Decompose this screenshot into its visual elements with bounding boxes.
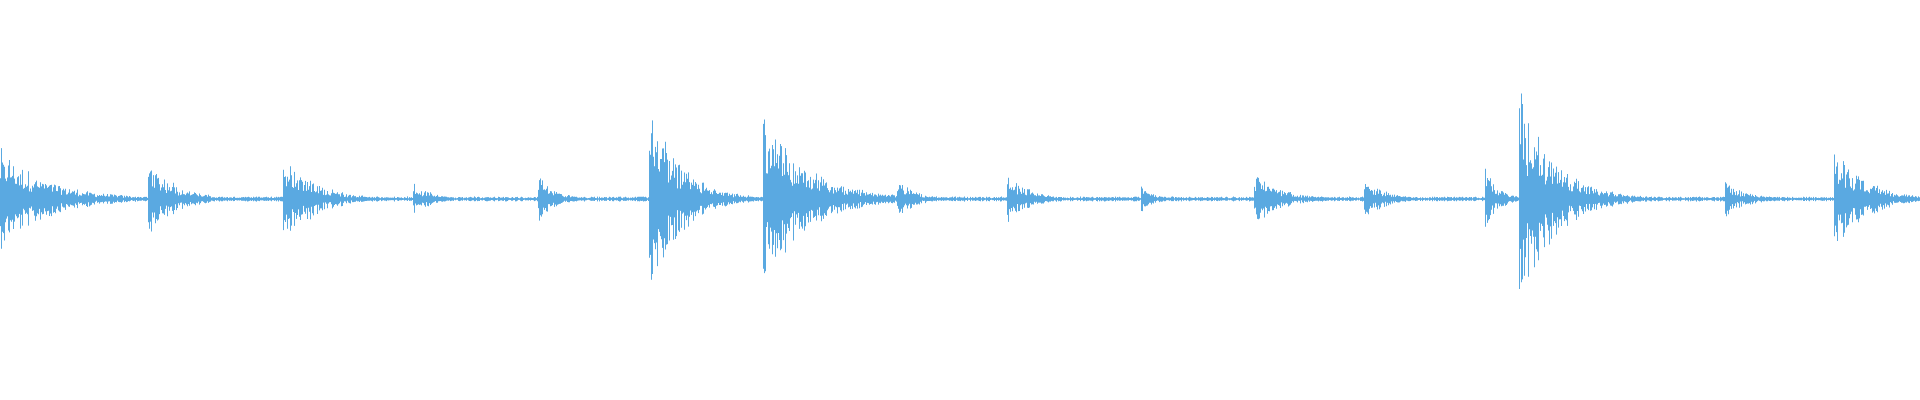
waveform-samples xyxy=(0,93,1920,289)
